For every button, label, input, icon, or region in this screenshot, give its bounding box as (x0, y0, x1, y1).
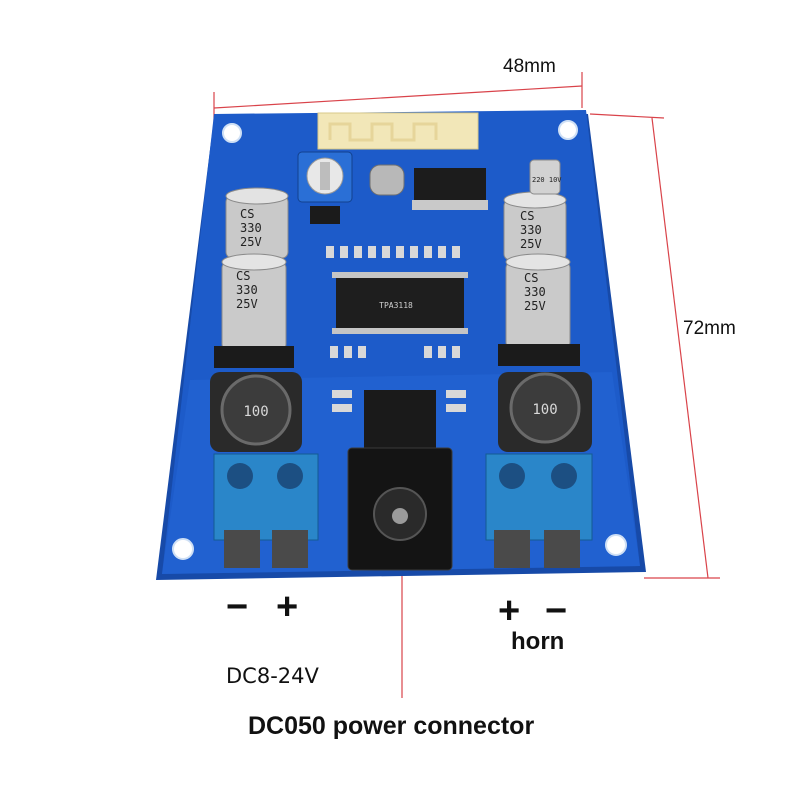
cap-base (214, 346, 294, 368)
capacitor-left-bottom: CS 330 25V (214, 253, 294, 368)
terminal-screw (227, 463, 253, 489)
smd-resistor (330, 346, 338, 358)
smd-resistor (340, 246, 348, 258)
width-dimension-line (213, 85, 583, 109)
dimension-lines (213, 72, 720, 698)
cap-top (225, 187, 289, 205)
small-capacitor: 220 10V (529, 159, 562, 195)
width-dimension-label: 48mm (503, 56, 556, 77)
amp-chip-body (336, 278, 464, 328)
cap-label-line: 25V (236, 297, 258, 311)
terminal-wire-slot (494, 530, 530, 568)
bt-chip-pins (412, 200, 488, 210)
cap-label-line: 330 (524, 285, 546, 299)
smd-resistor (396, 246, 404, 258)
terminal-screw (277, 463, 303, 489)
smd-resistor (368, 246, 376, 258)
smd-resistor (424, 246, 432, 258)
mounting-hole (558, 120, 578, 140)
speaker-minus-label: − (545, 590, 568, 632)
smd-resistor (438, 346, 446, 358)
smd-resistor (452, 246, 460, 258)
antenna-trace (328, 122, 438, 142)
terminal-wire-slot (272, 530, 308, 568)
speaker-plus-label: + (498, 590, 521, 632)
terminal-wire-slot (544, 530, 580, 568)
smd-resistor (452, 346, 460, 358)
smd-resistor (424, 346, 432, 358)
input-terminal-block (213, 453, 319, 568)
cap-top (505, 253, 571, 271)
cap-label-line: 25V (524, 299, 546, 313)
smd-capacitor (332, 390, 352, 398)
inductor-core (509, 372, 581, 444)
cap-label-line: CS (240, 207, 254, 221)
pot-base (310, 206, 340, 224)
cap-label-line: 25V (240, 235, 262, 249)
terminal-body (213, 453, 319, 541)
amp-chip-pins-top (332, 272, 468, 278)
smd-components (326, 246, 466, 412)
inductor-right: 100 (498, 372, 592, 452)
cap-label-line: 330 (240, 221, 262, 235)
amp-chip-marking: TPA3118 (379, 301, 413, 310)
crystal-oscillator (369, 164, 405, 196)
small-cap-label: 220 10V (532, 176, 562, 184)
smd-resistor (326, 246, 334, 258)
speaker-terminal-block (485, 453, 593, 568)
cap-label-line: 330 (520, 223, 542, 237)
smd-resistor (438, 246, 446, 258)
height-top-tick (589, 113, 665, 119)
inductor-left: 100 (210, 372, 302, 452)
cap-label-line: CS (236, 269, 250, 283)
terminal-body (485, 453, 593, 541)
potentiometer (297, 151, 353, 224)
amplifier-chip: TPA3118 (332, 272, 468, 334)
cap-label-line: 25V (520, 237, 542, 251)
bluetooth-chip (412, 168, 488, 210)
smd-capacitor (446, 404, 466, 412)
input-minus-label: − (226, 586, 249, 628)
speaker-output-label: horn (511, 628, 565, 655)
smd-resistor (382, 246, 390, 258)
cap-label-line: CS (520, 209, 534, 223)
smd-resistor (354, 246, 362, 258)
smd-capacitor (332, 404, 352, 412)
input-plus-label: + (276, 586, 299, 628)
capacitor-right-top: CS 330 25V (503, 191, 567, 261)
terminal-screw (551, 463, 577, 489)
mounting-hole (222, 123, 242, 143)
smd-resistor (410, 246, 418, 258)
connector-caption: DC050 power connector (248, 712, 535, 740)
cap-label-line: 330 (236, 283, 258, 297)
terminal-screw (499, 463, 525, 489)
mounting-hole (172, 538, 194, 560)
amp-chip-pins-bottom (332, 328, 468, 334)
inductor-label: 100 (243, 404, 268, 420)
dc-power-jack (347, 390, 453, 571)
small-cap-body (529, 159, 561, 195)
terminal-wire-slot (224, 530, 260, 568)
smd-capacitor (446, 390, 466, 398)
height-dimension-label: 72mm (683, 318, 736, 339)
jack-top (364, 390, 436, 450)
bt-chip-body (414, 168, 486, 200)
input-voltage-label: DC8-24V (226, 664, 319, 688)
cap-top (221, 253, 287, 271)
capacitor-left-top: CS 330 25V (225, 187, 289, 259)
cap-base (498, 344, 580, 366)
inductor-core (220, 374, 292, 446)
cap-label-line: CS (524, 271, 538, 285)
jack-pin (392, 508, 408, 524)
inductor-label: 100 (532, 402, 557, 418)
height-dimension-line (651, 117, 709, 579)
capacitor-right-bottom: CS 330 25V (498, 253, 580, 366)
pot-slot (320, 162, 330, 190)
smd-resistor (358, 346, 366, 358)
smd-resistor (344, 346, 352, 358)
mounting-hole (605, 534, 627, 556)
bluetooth-antenna (317, 112, 479, 150)
